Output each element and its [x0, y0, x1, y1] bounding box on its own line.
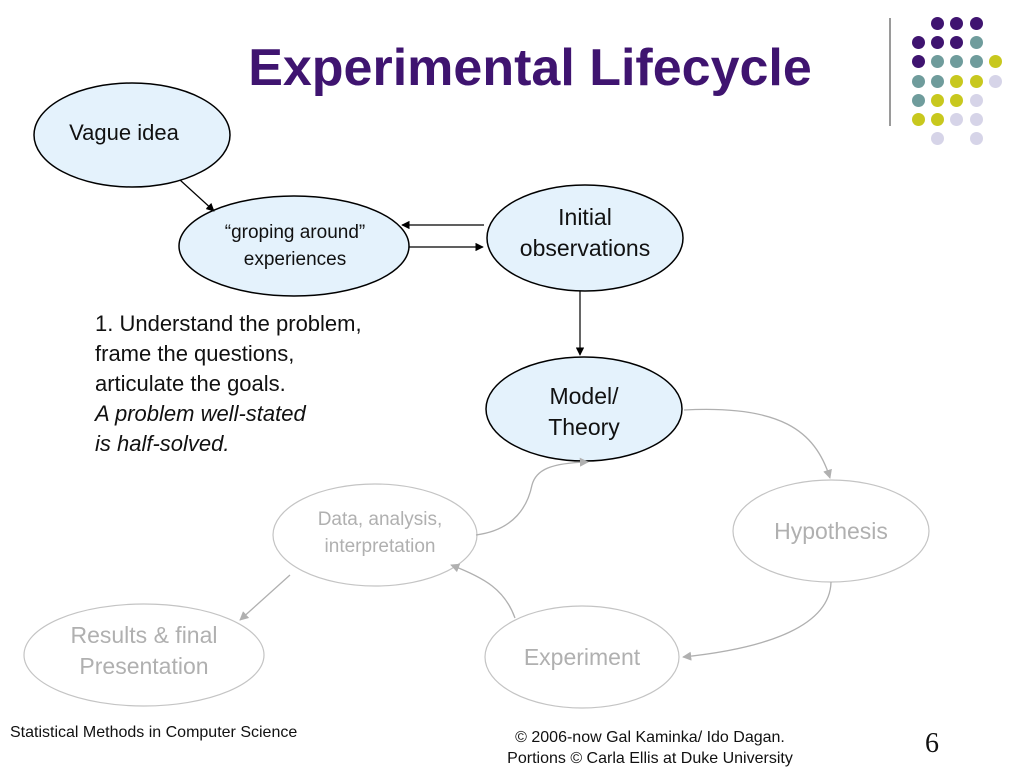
model-theory-label: Model/ Theory — [486, 380, 682, 444]
decorative-dot — [912, 113, 925, 126]
decorative-dot — [931, 36, 945, 50]
experiment-node — [484, 605, 680, 709]
arrow-model-to-hypothesis — [683, 408, 832, 479]
decorative-dot — [969, 113, 983, 126]
decorative-dot — [969, 55, 983, 69]
groping-around-label: “groping around” experiences — [180, 218, 410, 274]
slide-title: Experimental Lifecycle — [248, 39, 812, 97]
hypothesis-label: Hypothesis — [774, 517, 888, 544]
arrow-data-to-results — [239, 574, 291, 621]
vague-idea-node — [33, 82, 231, 188]
results-label: Results & final Presentation — [24, 619, 264, 683]
notes-text: 1. Understand the problem, frame the que… — [95, 309, 362, 459]
footer-copyright-line-2: Portions © Carla Ellis at Duke Universit… — [507, 750, 793, 767]
decorative-dot — [969, 17, 983, 30]
notes-line-2: frame the questions, — [95, 341, 295, 366]
decorative-dot — [931, 17, 945, 30]
footer-copyright-line-1: © 2006-now Gal Kaminka/ Ido Dagan. — [515, 729, 785, 746]
notes-line-3: articulate the goals. — [95, 371, 286, 396]
notes-line-1: 1. Understand the problem, — [95, 311, 362, 336]
decorative-dot — [950, 17, 964, 30]
arrow-data-to-model — [475, 457, 589, 536]
arrow-experiment-to-data — [450, 563, 516, 619]
decorative-dot — [950, 36, 964, 50]
decorative-dot — [969, 93, 983, 107]
decorative-dot — [988, 74, 1002, 88]
decorative-dot — [912, 55, 925, 69]
data-line-1: Data, analysis, — [317, 509, 443, 530]
decorative-dot — [931, 74, 945, 88]
decorative-dot — [969, 132, 983, 146]
arrow-hypothesis-to-experiment — [682, 581, 832, 661]
results-line-1: Results & final — [70, 622, 218, 648]
decorative-dot — [931, 113, 945, 126]
decorative-dot — [931, 132, 945, 146]
groping-line-1: “groping around” — [224, 222, 366, 243]
decorative-dot — [950, 74, 964, 88]
decorative-dot — [931, 55, 945, 69]
results-line-2: Presentation — [79, 653, 209, 679]
decorative-dot — [931, 93, 945, 107]
footer-course-name: Statistical Methods in Computer Science — [10, 724, 298, 741]
decorative-dot — [988, 55, 1002, 69]
notes-line-4: A problem well-stated — [95, 401, 306, 426]
initial-observations-node — [486, 184, 684, 292]
decorative-dot — [912, 36, 925, 50]
decorative-dot — [950, 93, 964, 107]
page-number: 6 — [925, 728, 939, 759]
notes-line-5: is half-solved. — [95, 431, 230, 456]
groping-around-node — [178, 195, 410, 297]
data-line-2: interpretation — [324, 536, 436, 557]
decorative-dot — [969, 36, 983, 50]
title-divider — [889, 18, 891, 126]
initial-observations-label: Initial observations — [487, 201, 683, 265]
arrow-vague-to-groping — [179, 179, 215, 212]
model-line-1: Model/ — [549, 383, 619, 409]
initial-line-2: observations — [519, 235, 651, 261]
vague-idea-label: Vague idea — [69, 120, 179, 145]
decorative-dot — [912, 93, 925, 107]
results-node — [23, 603, 265, 707]
decorative-dot — [950, 113, 964, 126]
decorative-dot — [912, 74, 925, 88]
model-line-2: Theory — [548, 414, 620, 440]
experiment-label: Experiment — [523, 643, 641, 670]
groping-line-2: experiences — [243, 249, 347, 270]
decorative-dot — [950, 55, 964, 69]
footer-copyright: © 2006-now Gal Kaminka/ Ido Dagan. Porti… — [465, 727, 835, 769]
decorative-dot — [969, 74, 983, 88]
data-analysis-label: Data, analysis, interpretation — [275, 505, 485, 561]
initial-line-1: Initial — [558, 204, 612, 230]
